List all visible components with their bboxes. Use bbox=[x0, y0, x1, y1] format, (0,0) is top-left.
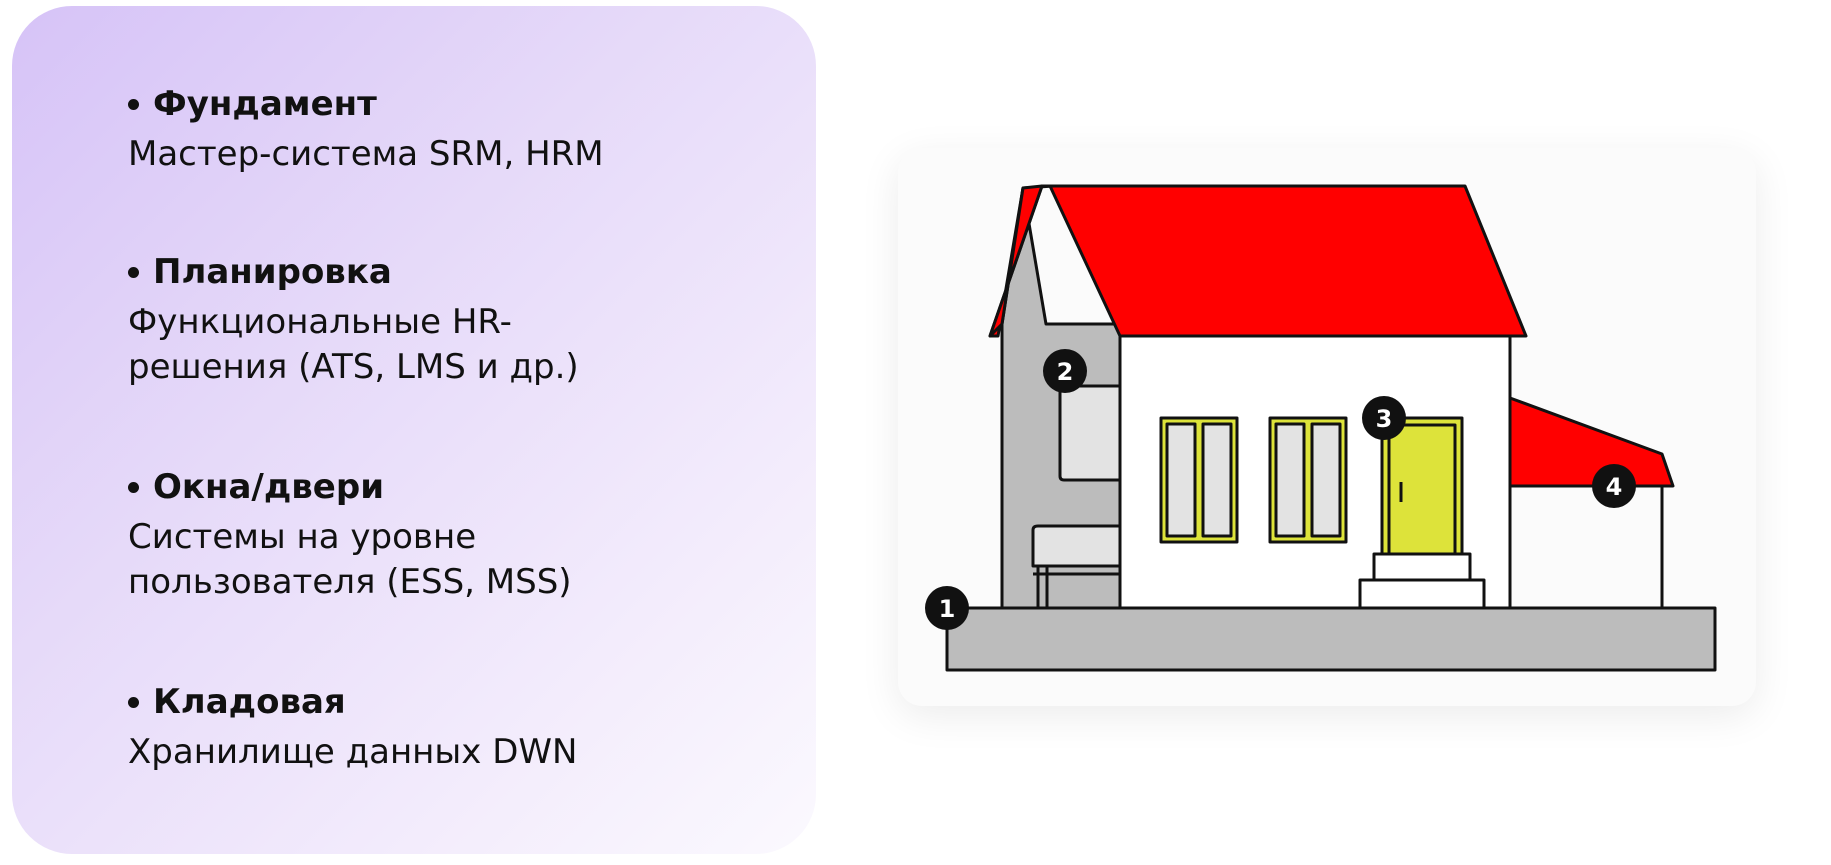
legend-item-desc: Системы на уровне пользователя (ESS, MSS… bbox=[128, 515, 756, 605]
foundation-slab bbox=[945, 606, 1717, 672]
legend-item-foundation: Фундамент Мастер-система SRM, HRM bbox=[116, 82, 756, 177]
legend-item-desc-line: Функциональные HR- bbox=[128, 302, 512, 342]
marker-label: 3 bbox=[1376, 405, 1393, 433]
marker-4: 4 bbox=[1592, 464, 1636, 508]
bullet-icon bbox=[128, 266, 139, 278]
door-step bbox=[1358, 578, 1486, 610]
door-step bbox=[1372, 552, 1472, 582]
porch-roof bbox=[1508, 396, 1675, 488]
bullet-icon bbox=[128, 696, 139, 708]
house-illustration: 1 2 3 4 bbox=[925, 184, 1717, 672]
legend-item-title: Кладовая bbox=[153, 682, 346, 722]
annex-roof-left bbox=[988, 184, 1044, 338]
legend-item-desc: Хранилище данных DWN bbox=[128, 732, 578, 772]
marker-3: 3 bbox=[1362, 396, 1406, 440]
legend-item-desc: Мастер-система SRM, HRM bbox=[128, 134, 604, 174]
bullet-icon bbox=[128, 98, 139, 110]
legend-item-windows-doors: Окна/двери Системы на уровне пользовател… bbox=[116, 465, 756, 605]
legend-item-desc-line: Системы на уровне bbox=[128, 517, 477, 557]
legend-item-desc: Функциональные HR- решения (ATS, LMS и д… bbox=[128, 300, 756, 390]
marker-1: 1 bbox=[925, 586, 969, 630]
annex-cabinet bbox=[1058, 384, 1122, 482]
legend-panel: Фундамент Мастер-система SRM, HRM Планир… bbox=[12, 6, 816, 854]
legend-item-desc-line: пользователя (ESS, MSS) bbox=[128, 562, 572, 602]
legend-item-title: Планировка bbox=[153, 252, 392, 292]
legend-item-title: Фундамент bbox=[153, 84, 377, 124]
marker-label: 1 bbox=[939, 595, 956, 623]
legend-item-layout: Планировка Функциональные HR- решения (A… bbox=[116, 250, 756, 390]
legend-item-title: Окна/двери bbox=[153, 467, 385, 507]
bullet-icon bbox=[128, 481, 139, 493]
marker-2: 2 bbox=[1043, 349, 1087, 393]
main-roof bbox=[1040, 184, 1528, 338]
marker-label: 4 bbox=[1606, 473, 1623, 501]
house-illustration-card: 1 2 3 4 bbox=[898, 148, 1756, 706]
marker-label: 2 bbox=[1057, 358, 1074, 386]
legend-item-storage: Кладовая Хранилище данных DWN bbox=[116, 680, 756, 775]
legend-item-desc-line: решения (ATS, LMS и др.) bbox=[128, 347, 579, 387]
annex-bench bbox=[1031, 524, 1122, 568]
